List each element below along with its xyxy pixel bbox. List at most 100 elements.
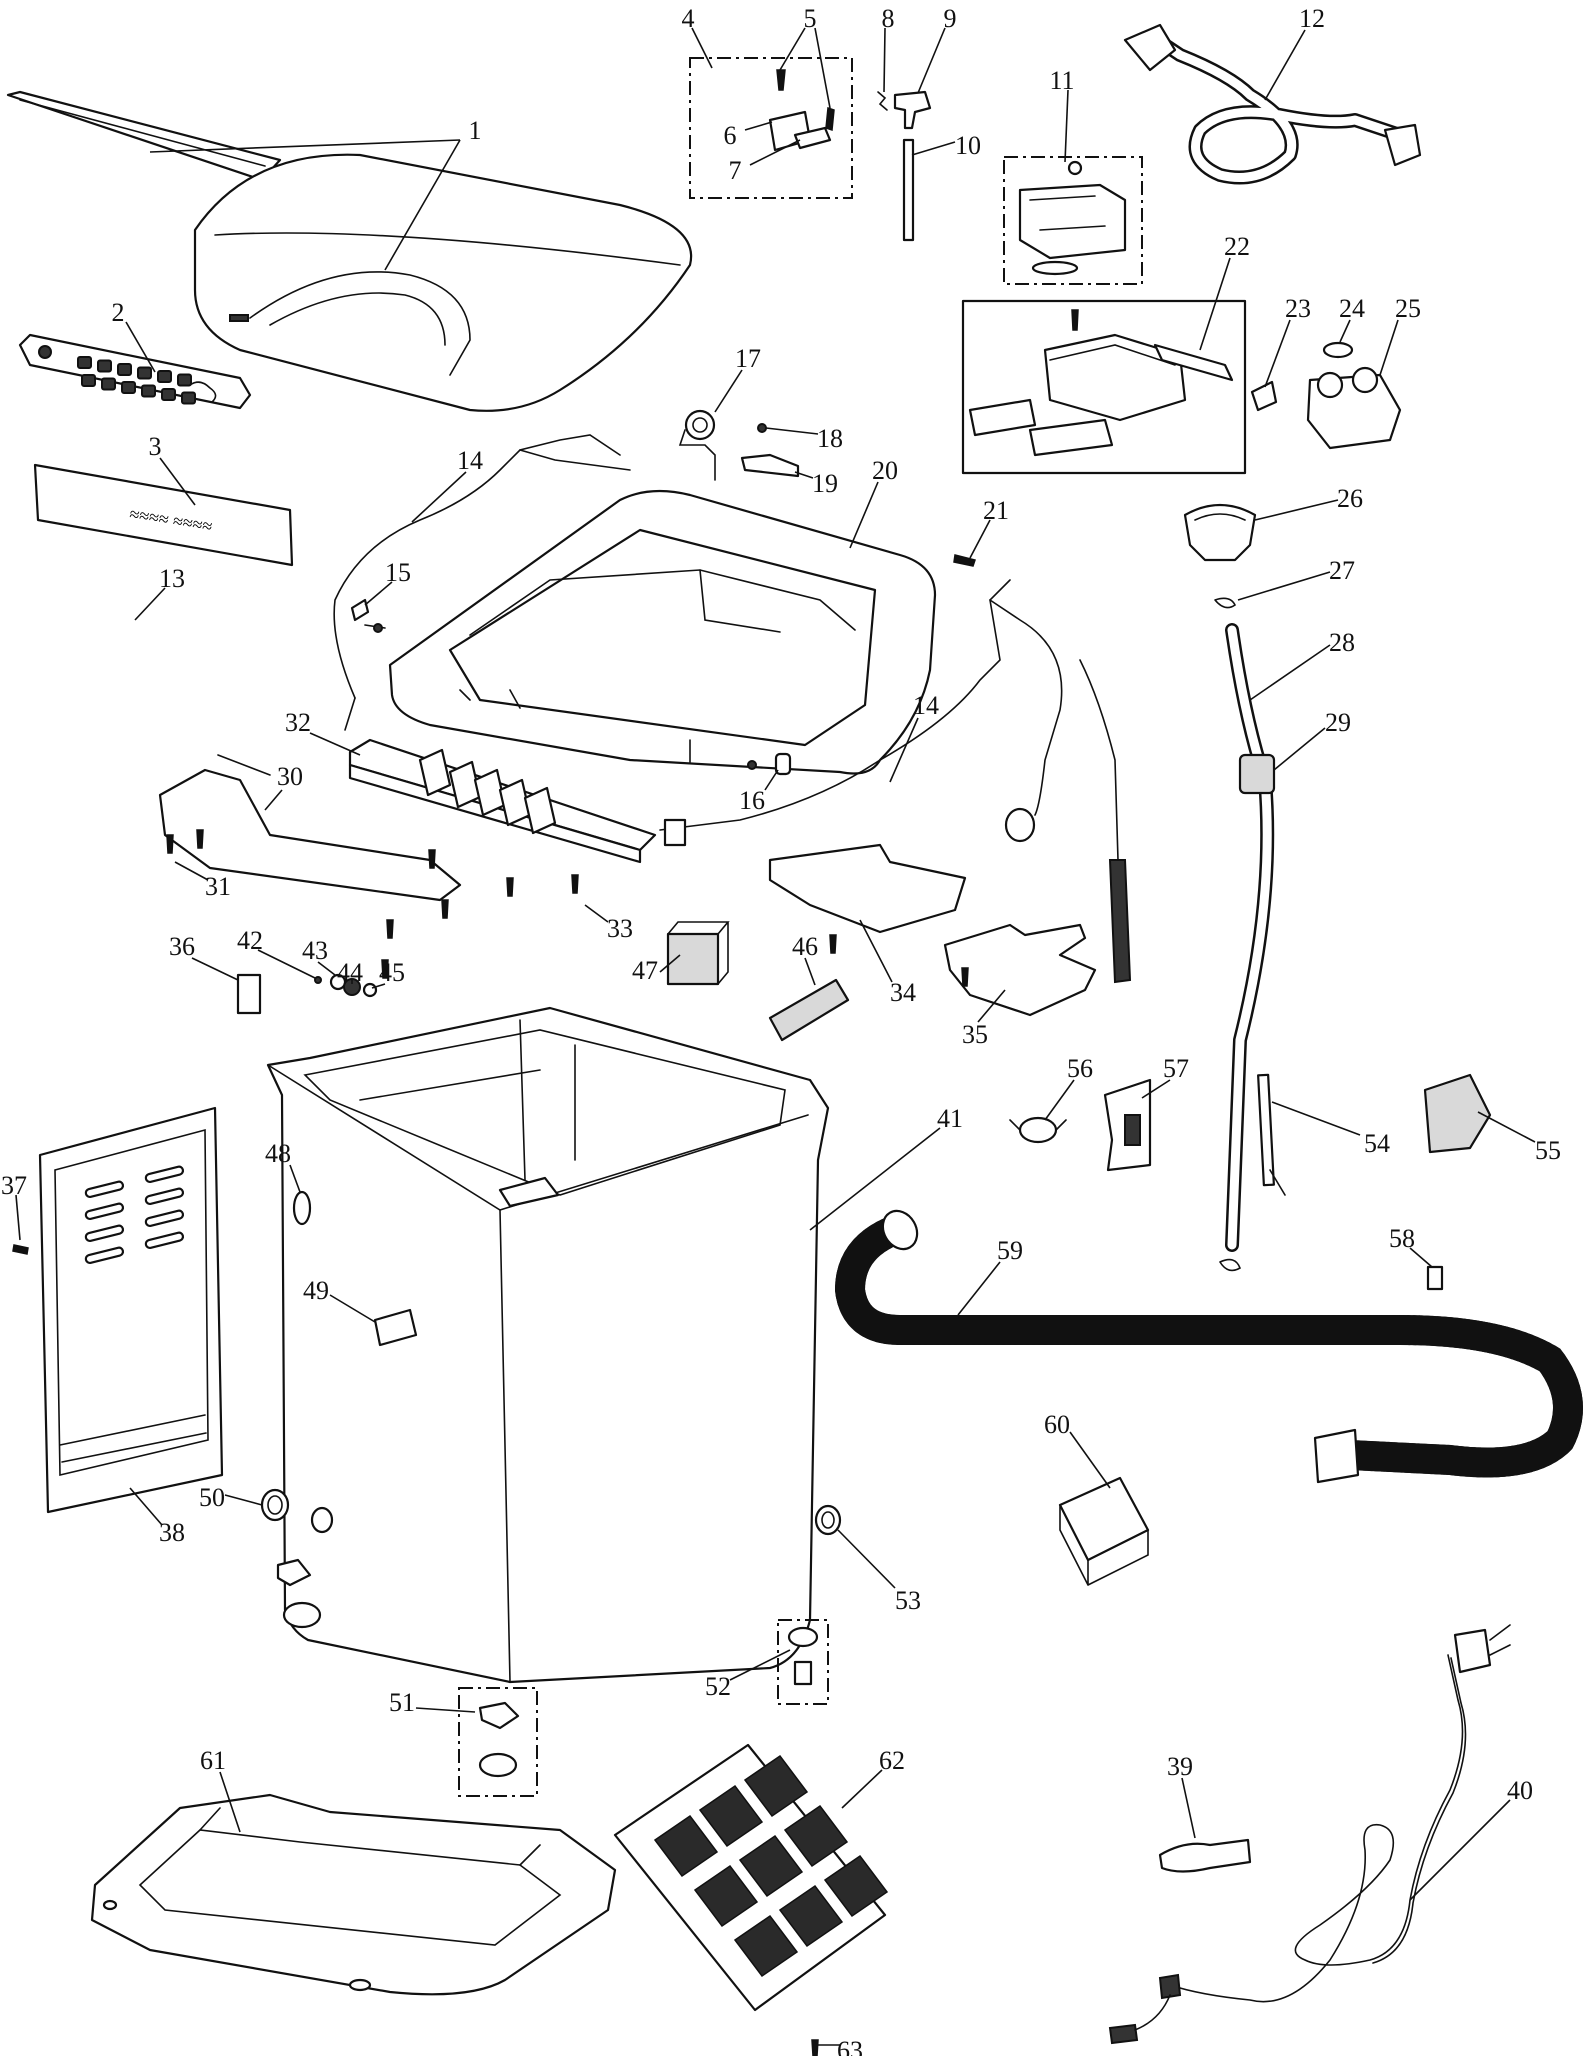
- callout-45: 45: [379, 958, 405, 987]
- leader-line-47: [659, 954, 681, 973]
- callout-51: 51: [389, 1688, 415, 1717]
- leader-line-29: [1273, 727, 1326, 771]
- leader-line-6: [744, 121, 773, 131]
- callout-60: 60: [1044, 1410, 1070, 1439]
- screw: [386, 919, 394, 939]
- callout-56: 56: [1067, 1054, 1093, 1083]
- part-switch: [877, 90, 932, 242]
- screw: [829, 934, 837, 954]
- part-fasteners-42-45: [314, 973, 378, 998]
- leader-line-60: [1069, 1431, 1111, 1489]
- callout-34: 34: [890, 978, 916, 1007]
- leader-line-57: [1141, 1079, 1171, 1099]
- part-pressure-tube: [1214, 597, 1276, 1272]
- leader-line-38: [129, 1487, 163, 1526]
- callout-59: 59: [997, 1236, 1023, 1265]
- part-clip-16: [747, 752, 792, 776]
- callout-33: 33: [607, 914, 633, 943]
- callout-29: 29: [1325, 708, 1351, 737]
- leader-line-15: [364, 581, 393, 606]
- leader-line-5: [814, 27, 831, 109]
- part-filter-grille: [613, 1743, 889, 2056]
- filter-cell: [733, 1914, 799, 1978]
- callout-42: 42: [237, 926, 263, 955]
- callout-47: 47: [632, 956, 658, 985]
- callout-40: 40: [1507, 1776, 1533, 1805]
- filter-cell: [698, 1784, 764, 1848]
- part-wire-harness: [333, 434, 1132, 984]
- panel-button: [117, 363, 132, 376]
- leader-line-37: [15, 1194, 21, 1241]
- screw: [166, 834, 174, 854]
- leader-line-46: [804, 957, 816, 986]
- callout-50: 50: [199, 1483, 225, 1512]
- leader-line-52: [729, 1649, 791, 1681]
- callout-1: 1: [469, 116, 482, 145]
- part-terminal-board: [348, 738, 657, 864]
- callout-27: 27: [1329, 556, 1355, 585]
- leader-line-59: [957, 1261, 1001, 1316]
- part-inlet-valve: [1250, 341, 1402, 450]
- vent-slot: [84, 1224, 125, 1243]
- part-label-36: [236, 973, 262, 1015]
- filter-cell: [693, 1864, 759, 1928]
- leader-line-24: [1339, 319, 1351, 343]
- leader-line-3: [159, 457, 196, 506]
- leader-line-20: [849, 481, 879, 549]
- callout-23: 23: [1285, 294, 1311, 323]
- callout-54: 54: [1364, 1129, 1390, 1158]
- filter-cell: [783, 1804, 849, 1868]
- part-top-cover: [388, 489, 937, 775]
- panel-button: [77, 356, 92, 369]
- leader-line-34: [859, 919, 893, 983]
- callout-12: 12: [1299, 4, 1325, 33]
- callout-31: 31: [205, 872, 231, 901]
- callout-58: 58: [1389, 1224, 1415, 1253]
- callout-63: 63: [837, 2036, 863, 2056]
- part-foam-47: [666, 921, 730, 986]
- leader-line-35: [977, 989, 1006, 1023]
- callout-25: 25: [1395, 294, 1421, 323]
- callout-8: 8: [882, 4, 895, 33]
- part-base-frame: [90, 1793, 617, 1996]
- panel-button: [141, 384, 156, 398]
- callout-49: 49: [303, 1276, 329, 1305]
- callout-5: 5: [804, 4, 817, 33]
- screw: [961, 967, 969, 987]
- screw: [381, 959, 389, 979]
- part-door-lock-assembly: [689, 57, 853, 199]
- callout-6: 6: [724, 121, 737, 150]
- panel-button: [157, 370, 172, 383]
- callout-leaders: [15, 27, 1536, 2046]
- leader-line-12: [1264, 29, 1306, 101]
- leader-line-61: [219, 1771, 241, 1833]
- screw: [506, 877, 514, 897]
- leader-line-33: [584, 904, 609, 923]
- callout-61: 61: [200, 1746, 226, 1775]
- screw: [196, 829, 204, 849]
- filter-cell: [743, 1754, 809, 1818]
- part-58: [1426, 1265, 1444, 1291]
- panel-button: [137, 366, 152, 380]
- callout-37: 37: [1, 1171, 27, 1200]
- panel-button: [101, 377, 116, 391]
- part-decor-strip: ≈≈≈≈ ≈≈≈≈: [33, 463, 294, 567]
- leader-line-19: [794, 471, 814, 479]
- callout-52: 52: [705, 1672, 731, 1701]
- part-plate-34: [768, 843, 967, 934]
- callout-48: 48: [265, 1139, 291, 1168]
- leader-line-28: [1249, 644, 1331, 701]
- callout-53: 53: [895, 1586, 921, 1615]
- filter-cell: [778, 1884, 844, 1948]
- filter-cell: [738, 1834, 804, 1898]
- callout-21: 21: [983, 496, 1009, 525]
- part-wiring-board: [158, 754, 462, 902]
- part-detergent-drawer: [1003, 156, 1143, 285]
- part-foam-46: [768, 978, 850, 1042]
- part-screw-18: [757, 423, 767, 433]
- callout-43: 43: [302, 936, 328, 965]
- leader-line-27: [1237, 571, 1331, 601]
- leader-line-43: [317, 961, 336, 976]
